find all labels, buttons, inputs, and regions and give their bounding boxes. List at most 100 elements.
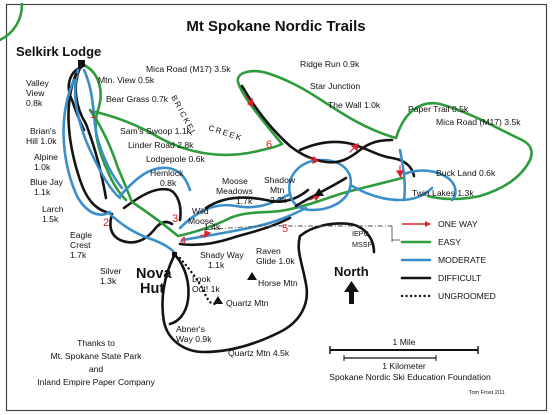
eagle-crest-label-2: Crest (70, 240, 91, 250)
legend-label-one-way: ONE WAY (438, 219, 478, 229)
shady-way-label-2: 1.1k (208, 260, 225, 270)
wild-moose-label-2: Moose (188, 216, 214, 226)
alpine-label-1: Alpine (34, 152, 58, 162)
moose-meadows-label-2: Meadows (216, 186, 253, 196)
mica-road-right-label: Mica Road (M17) 3.5k (436, 117, 521, 127)
hemlock-label-2: 0.8k (160, 178, 177, 188)
author-credit: Tom Frost 2/11 (469, 390, 505, 396)
buck-land-trail (402, 169, 457, 202)
junction-4: 4 (180, 235, 186, 247)
silver-trail (106, 210, 176, 254)
quartz-mtn-trail (161, 222, 376, 354)
shadow-mtn-label-2: Mtn (270, 185, 285, 195)
eagle-crest-label-1: Eagle (70, 230, 92, 240)
wild-moose-label-1: Wild (192, 206, 209, 216)
brians-hill-trail (73, 68, 122, 200)
buck-land-label: Buck Land 0.6k (436, 168, 496, 178)
junction-6: 6 (266, 139, 272, 151)
map-title: Mt Spokane Nordic Trails (186, 18, 365, 35)
look-out-label-1: Look (192, 274, 211, 284)
blue-jay-label-2: 1.1k (34, 187, 51, 197)
wild-moose-label-3: 1.4k (204, 222, 221, 232)
legend-item-difficult: DIFFICULT (400, 273, 482, 283)
blue-jay-trail (67, 72, 108, 214)
sams-swoop-label: Sam's Swoop 1.1k (120, 126, 192, 136)
junction-2: 2 (103, 217, 109, 229)
moose-meadows-label-1: Moose (222, 176, 248, 186)
one-way-arrowhead (247, 97, 254, 107)
the-wall-label: The Wall 1.0k (328, 100, 381, 110)
larch-trail (62, 78, 112, 216)
sams-swoop-trail (94, 110, 284, 157)
legend-label-easy: EASY (438, 237, 461, 247)
shady-way-label-1: Shady Way (200, 250, 244, 260)
abners-way-label-2: Way 0.9k (176, 334, 212, 344)
twin-lakes-label: Twin Lakes 1.3k (412, 188, 474, 198)
nova-hut-label-2: Hut (140, 281, 164, 297)
silver-label-2: 1.3k (100, 276, 117, 286)
one-way-arrowhead (395, 170, 405, 178)
legend-item-one-way: ONE WAY (402, 219, 478, 229)
junction-1: 1 (90, 109, 96, 121)
raven-glide-label-1: Raven (256, 246, 281, 256)
scale-label-mile: 1 Mile (393, 337, 416, 347)
lodgepole-label: Lodgepole 0.6k (146, 154, 205, 164)
junction-5: 5 (282, 223, 288, 235)
abners-way-trail (168, 254, 190, 326)
quartz-mtn-trail-label: Quartz Mtn 4.5k (228, 348, 290, 358)
map-legend: ONE WAY EASY MODERATE DIFFICULT UNGROOME… (400, 219, 496, 301)
junction-3: 3 (172, 213, 178, 225)
junction-numbers: 1 2 3 4 5 6 7 (90, 109, 404, 247)
mica-road-left-label: Mica Road (M17) 3.5k (146, 64, 231, 74)
alpine-label-2: 1.0k (34, 162, 51, 172)
ownership-boundary (197, 225, 392, 231)
hemlock-label-1: Hemlock (150, 168, 184, 178)
linder-road-label: Linder Road 2.8k (128, 140, 194, 150)
star-junction-label: Star Junction (310, 81, 360, 91)
legend-label-moderate: MODERATE (438, 255, 486, 265)
paper-trail (398, 148, 407, 202)
quartz-mtn-peak-label: Quartz Mtn (226, 298, 269, 308)
quartz-mtn-peak-icon (213, 296, 223, 304)
selkirk-lodge-label: Selkirk Lodge (16, 44, 101, 59)
north-arrow-icon (344, 281, 359, 304)
boundary-label-mssp: MSSP (352, 240, 373, 249)
shadow-mtn-label-1: Shadow (264, 175, 296, 185)
thanks-line-3: and (89, 364, 104, 374)
brians-hill-label-1: Brian's (30, 126, 56, 136)
lodgepole-trail (118, 166, 192, 198)
thanks-line-1: Thanks to (77, 338, 115, 348)
hemlock-trail (122, 187, 182, 222)
raven-glide-label-2: Glide 1.0k (256, 256, 295, 266)
nova-hut-label-1: Nova (136, 266, 172, 282)
blue-jay-label-1: Blue Jay (30, 177, 64, 187)
thanks-line-2: Mt. Spokane State Park (51, 351, 142, 361)
horse-mtn-label: Horse Mtn (258, 278, 298, 288)
shadow-mtn-loop (288, 158, 353, 212)
legend-item-ungroomed: UNGROOMED (400, 291, 496, 301)
valley-view-label-3: 0.8k (26, 98, 43, 108)
horse-mtn-peak-icon (247, 272, 257, 280)
valley-view-label-2: View (26, 88, 45, 98)
the-wall-trail (298, 140, 416, 178)
legend-label-ungroomed: UNGROOMED (438, 291, 496, 301)
eagle-crest-label-3: 1.7k (70, 250, 87, 260)
alpine-trail (82, 68, 124, 190)
junction-7: 7 (398, 169, 404, 181)
north-label: North (334, 264, 369, 279)
shadow-mtn-label-3: 2.2k (270, 195, 287, 205)
legend-item-moderate: MODERATE (400, 255, 486, 265)
selkirk-lodge-marker (78, 60, 85, 67)
legend-label-difficult: DIFFICULT (438, 273, 482, 283)
twin-lakes-trail (350, 184, 434, 202)
moose-meadows-label-3: 1.7k (236, 196, 253, 206)
shadow-mtn-peak-icon (314, 188, 324, 196)
abners-way-label-1: Abner's (176, 324, 205, 334)
boundary-label-iepc: IEPC (352, 229, 369, 238)
one-way-arrowhead (204, 230, 212, 239)
bear-grass-label: Bear Grass 0.7k (106, 94, 169, 104)
mtn-view-label: Mtn. View 0.5k (98, 75, 155, 85)
legend-item-easy: EASY (400, 237, 461, 247)
mica-road-trail (236, 69, 533, 201)
